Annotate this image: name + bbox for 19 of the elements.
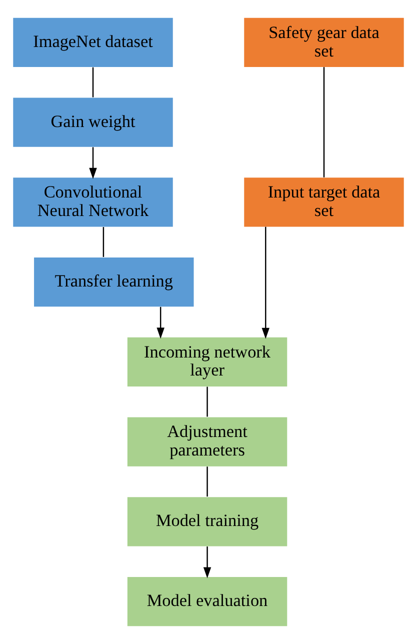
connector (323, 66, 325, 177)
node-box: Model evaluation (127, 576, 288, 626)
node-box: Model training (127, 496, 288, 546)
node-box: Safety gear data set (244, 17, 404, 67)
connector (102, 226, 104, 256)
node-box: Convolutional Neural Network (13, 177, 173, 226)
node-box: Transfer learning (34, 257, 194, 306)
connector (92, 66, 94, 97)
node-box: Gain weight (13, 97, 173, 146)
node-box: Input target data set (244, 177, 404, 226)
node-box: Incoming network layer (127, 336, 288, 386)
node-box: Adjustment parameters (127, 416, 288, 466)
arrow (156, 306, 164, 338)
connector (206, 466, 208, 496)
node-box: ImageNet dataset (13, 17, 173, 67)
arrow (89, 146, 97, 178)
arrow (203, 546, 212, 578)
arrow (262, 226, 270, 338)
connector (206, 386, 208, 416)
